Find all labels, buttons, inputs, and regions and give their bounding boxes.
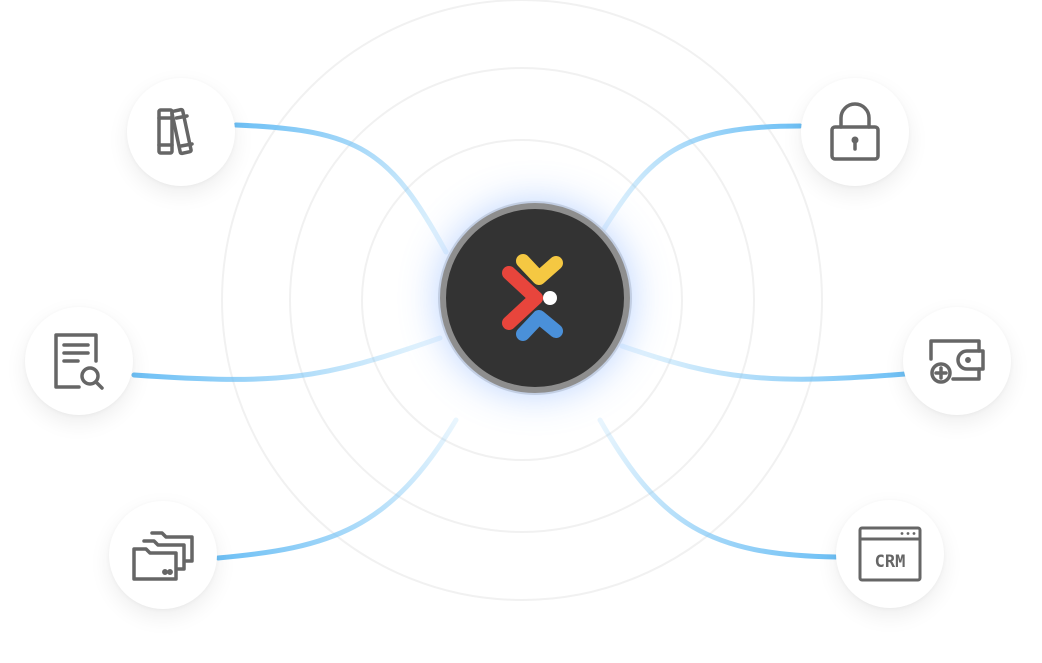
connector-wallet <box>619 343 908 382</box>
crm-window-icon: CRM <box>858 526 922 582</box>
node-document-search <box>25 307 133 415</box>
node-lock <box>801 78 909 186</box>
connector-library <box>233 122 449 255</box>
connector-crm <box>597 417 839 560</box>
node-folders <box>109 501 217 609</box>
connector-document-search <box>131 335 443 382</box>
books-icon <box>157 107 194 156</box>
crm-label: CRM <box>875 552 906 572</box>
hub-logo <box>440 203 630 393</box>
logo-mark-icon <box>502 254 563 341</box>
connector-lock <box>599 123 803 235</box>
lock-icon <box>830 102 880 161</box>
background-rings <box>221 0 823 601</box>
folders-icon <box>132 531 194 581</box>
node-wallet <box>903 307 1011 415</box>
connector-folders <box>215 417 459 561</box>
node-crm: CRM <box>836 500 944 608</box>
document-search-icon <box>54 333 104 390</box>
node-library <box>127 78 235 186</box>
wallet-add-icon <box>929 339 985 384</box>
